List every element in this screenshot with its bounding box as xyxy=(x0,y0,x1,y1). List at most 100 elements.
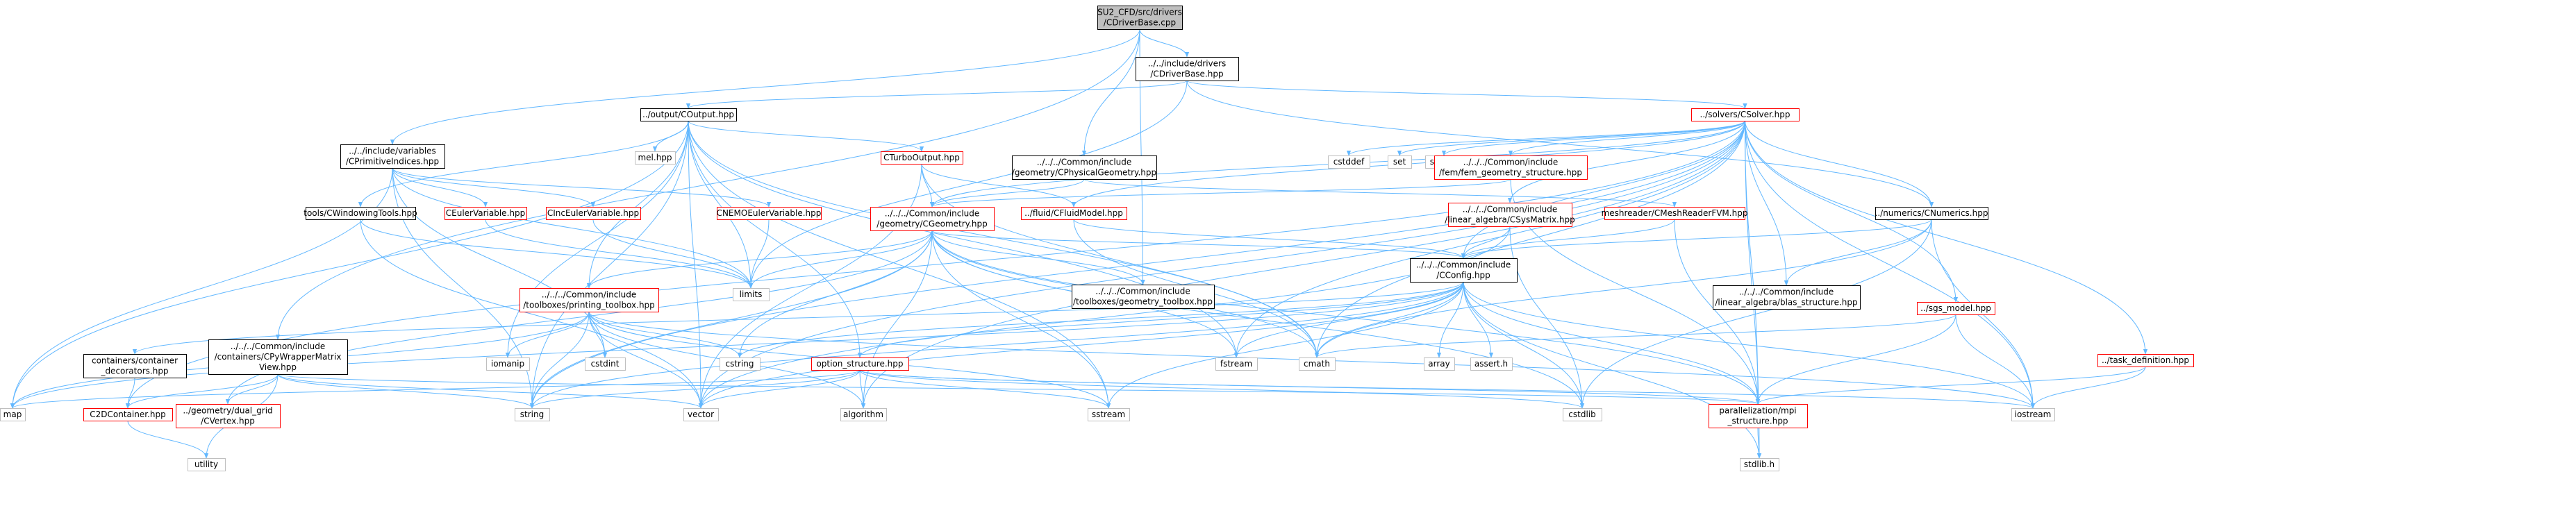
node-label: ../../../Common/include xyxy=(1416,260,1511,270)
node-cvertex-hpp[interactable]: ../geometry/dual_grid/CVertex.hpp xyxy=(176,404,281,428)
node-box xyxy=(881,151,963,165)
node-array: array xyxy=(1424,357,1455,371)
node-container-decorators-hpp[interactable]: containers/container_decorators.hpp xyxy=(83,354,187,378)
node-csysmatrix-hpp[interactable]: ../../../Common/include/linear_algebra/C… xyxy=(1445,203,1575,227)
node-label: assert.h xyxy=(1474,359,1508,369)
node-label: set xyxy=(1393,157,1406,167)
node-parallelization-mpi-hpp[interactable]: parallelization/mpi_structure.hpp xyxy=(1709,404,1808,428)
edge-cpywrapper_hpp-to-parallelization_mpi_hpp xyxy=(277,373,1760,405)
node-label: ../../../Common/include xyxy=(1463,158,1559,167)
node-label: ../../../Common/include xyxy=(1095,287,1190,296)
node-label: limits xyxy=(740,289,763,299)
node-c2dcontainer-hpp[interactable]: C2DContainer.hpp xyxy=(83,408,173,421)
node-box xyxy=(733,288,770,301)
edge-cnumerics_hpp-to-cstdlib xyxy=(1579,219,1932,409)
node-cmeshreaderfvm-hpp[interactable]: meshreader/CMeshReaderFVM.hpp xyxy=(1602,207,1748,220)
node-box xyxy=(176,404,281,428)
node-geometry-toolbox-hpp[interactable]: ../../../Common/include/toolboxes/geomet… xyxy=(1072,285,1215,309)
node-label: ../numerics/CNumerics.hpp xyxy=(1875,208,1988,218)
edge-cphysicalgeometry_hpp-to-cmeshreaderfvm_hpp xyxy=(1083,178,1677,208)
node-label: sstream xyxy=(1092,410,1125,419)
node-cwindowingtools-hpp[interactable]: tools/CWindowingTools.hpp xyxy=(304,207,417,220)
node-sgs-model-hpp[interactable]: ../sgs_model.hpp xyxy=(1917,302,1995,315)
node-box xyxy=(1136,57,1239,81)
node-cstddef: cstddef xyxy=(1328,155,1370,169)
node-option-structure-hpp[interactable]: option_structure.hpp xyxy=(811,357,909,371)
node-cconfig-hpp[interactable]: ../../../Common/include/CConfig.hpp xyxy=(1410,258,1518,283)
node-cphysicalgeometry-hpp[interactable]: ../../../Common/include/geometry/CPhysic… xyxy=(1012,155,1157,180)
node-root[interactable]: SU2_CFD/src/drivers/CDriverBase.cpp xyxy=(1097,6,1183,30)
node-cdriverbase-hpp[interactable]: ../../include/drivers/CDriverBase.hpp xyxy=(1136,57,1239,81)
node-cfluidmodel-hpp[interactable]: ../fluid/CFluidModel.hpp xyxy=(1021,207,1127,220)
node-csolver-hpp[interactable]: ../solvers/CSolver.hpp xyxy=(1691,108,1800,121)
edge-cconfig_hpp-to-option_structure_hpp xyxy=(857,281,1464,358)
node-box xyxy=(1388,155,1412,169)
edge-cturbooutput_hpp-to-vector xyxy=(698,163,922,409)
node-task-definition-hpp[interactable]: ../task_definition.hpp xyxy=(2097,354,2194,367)
node-box xyxy=(2011,408,2055,421)
node-label: ../solvers/CSolver.hpp xyxy=(1700,110,1790,119)
edge-coutput_hpp-to-string xyxy=(529,120,689,409)
node-cmath: cmath xyxy=(1299,357,1336,371)
node-box xyxy=(1875,207,1988,220)
node-label: fstream xyxy=(1220,359,1252,369)
edge-cdriverbase_hpp-to-limits xyxy=(748,80,1188,289)
edge-option_structure_hpp-to-algorithm xyxy=(859,369,866,409)
edge-cconfig_hpp-to-assert_h xyxy=(1463,281,1494,358)
edge-root-to-cprimitiveindices_hpp xyxy=(390,28,1140,145)
node-label: ../../../Common/include xyxy=(542,290,637,300)
edge-csolver_hpp-to-string xyxy=(529,120,1745,409)
node-fstream: fstream xyxy=(1215,357,1258,371)
node-cinceulervariable-hpp[interactable]: CIncEulerVariable.hpp xyxy=(546,207,641,220)
edge-cgeometry_hpp-to-limits xyxy=(748,230,933,289)
edge-task_definition_hpp-to-parallelization_mpi_hpp xyxy=(1755,366,2146,405)
node-blas-structure-hpp[interactable]: ../../../Common/include/linear_algebra/b… xyxy=(1713,285,1861,310)
nodes-layer: SU2_CFD/src/drivers/CDriverBase.cpp ../..… xyxy=(0,6,2194,471)
node-box xyxy=(1691,108,1800,121)
node-label: /CDriverBase.cpp xyxy=(1104,18,1176,28)
node-label: ../../include/variables xyxy=(349,146,436,156)
node-cturbooutput-hpp[interactable]: CTurboOutput.hpp xyxy=(881,151,963,165)
node-label: /CConfig.hpp xyxy=(1436,271,1490,280)
node-ceulervariable-hpp[interactable]: CEulerVariable.hpp xyxy=(444,207,527,220)
node-box xyxy=(444,207,527,220)
edge-root-to-cphysicalgeometry_hpp xyxy=(1081,28,1140,156)
node-cpywrapper-hpp[interactable]: ../../../Common/include/containers/CPyWr… xyxy=(208,339,348,375)
node-box xyxy=(1709,404,1808,428)
node-label: iomanip xyxy=(491,359,524,369)
node-box xyxy=(1713,285,1861,310)
edge-csolver_hpp-to-cnumerics_hpp xyxy=(1745,120,1934,208)
edge-cconfig_hpp-to-parallelization_mpi_hpp xyxy=(1463,281,1761,405)
node-utility: utility xyxy=(188,458,226,471)
node-label: ../../../Common/include xyxy=(1739,287,1834,297)
node-label: /geometry/CPhysicalGeometry.hpp xyxy=(1012,168,1156,178)
node-cgeometry-hpp[interactable]: ../../../Common/include/geometry/CGeomet… xyxy=(870,207,995,231)
edge-cgeometry_hpp-to-cconfig_hpp xyxy=(931,230,1465,259)
node-box xyxy=(1299,357,1336,371)
node-label: vector xyxy=(688,410,714,419)
edge-cmeshreaderfvm_hpp-to-parallelization_mpi_hpp xyxy=(1674,219,1761,405)
node-assert-h: assert.h xyxy=(1470,357,1513,371)
edge-csolver_hpp-to-algorithm xyxy=(861,120,1745,409)
edge-cphysicalgeometry_hpp-to-cgeometry_hpp xyxy=(929,178,1085,208)
edge-cfluidmodel_hpp-to-cconfig_hpp xyxy=(1073,219,1466,259)
node-coutput-hpp[interactable]: ../output/COutput.hpp xyxy=(640,108,737,121)
node-cnumerics-hpp[interactable]: ../numerics/CNumerics.hpp xyxy=(1875,207,1988,220)
node-printing-toolbox-hpp[interactable]: ../../../Common/include/toolboxes/printi… xyxy=(520,288,659,312)
node-label: cstddef xyxy=(1333,157,1365,167)
node-box xyxy=(188,458,226,471)
edge-root-to-cdriverbase_hpp xyxy=(1139,28,1190,58)
edge-csolver_hpp-to-blas_structure_hpp xyxy=(1745,120,1789,286)
node-label: ../../../Common/include xyxy=(885,209,980,219)
node-box xyxy=(0,408,26,421)
node-box xyxy=(306,207,416,220)
edge-cprimitiveindices_hpp-to-limits xyxy=(392,167,754,289)
node-box xyxy=(340,144,445,169)
node-cnemoeulervariable-hpp[interactable]: CNEMOEulerVariable.hpp xyxy=(717,207,822,220)
node-label: _structure.hpp xyxy=(1727,416,1788,426)
edge-csolver_hpp-to-parallelization_mpi_hpp xyxy=(1745,120,1761,405)
node-limits: limits xyxy=(733,288,770,301)
node-cprimitiveindices-hpp[interactable]: ../../include/variables/CPrimitiveIndice… xyxy=(340,144,445,169)
edge-cprimitiveindices_hpp-to-string xyxy=(392,167,535,409)
node-fem-geometry-hpp[interactable]: ../../../Common/include/fem/fem_geometry… xyxy=(1434,155,1588,180)
